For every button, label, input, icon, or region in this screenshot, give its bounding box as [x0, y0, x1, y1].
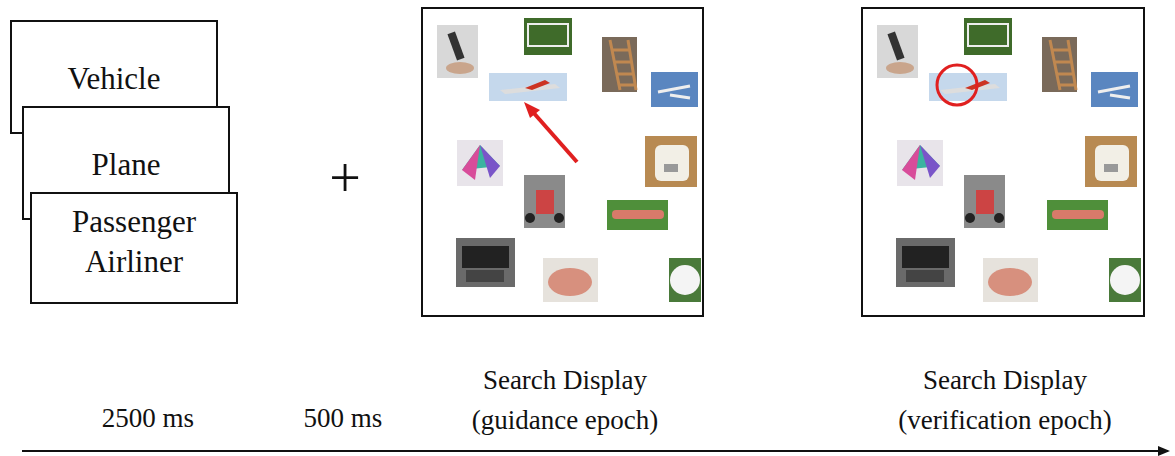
duration-label: 500 ms: [273, 398, 413, 438]
cue-word: Passenger Airliner: [40, 202, 228, 282]
epoch-label: Search Display (guidance epoch): [445, 360, 685, 440]
duration-label: 2500 ms: [68, 398, 228, 438]
fixation-cross: +: [315, 148, 375, 208]
cue-card: Passenger Airliner: [30, 192, 238, 304]
cue-word: Vehicle: [20, 59, 208, 99]
epoch-label: Search Display (verification epoch): [874, 360, 1136, 440]
cue-word: Plane: [32, 145, 220, 185]
